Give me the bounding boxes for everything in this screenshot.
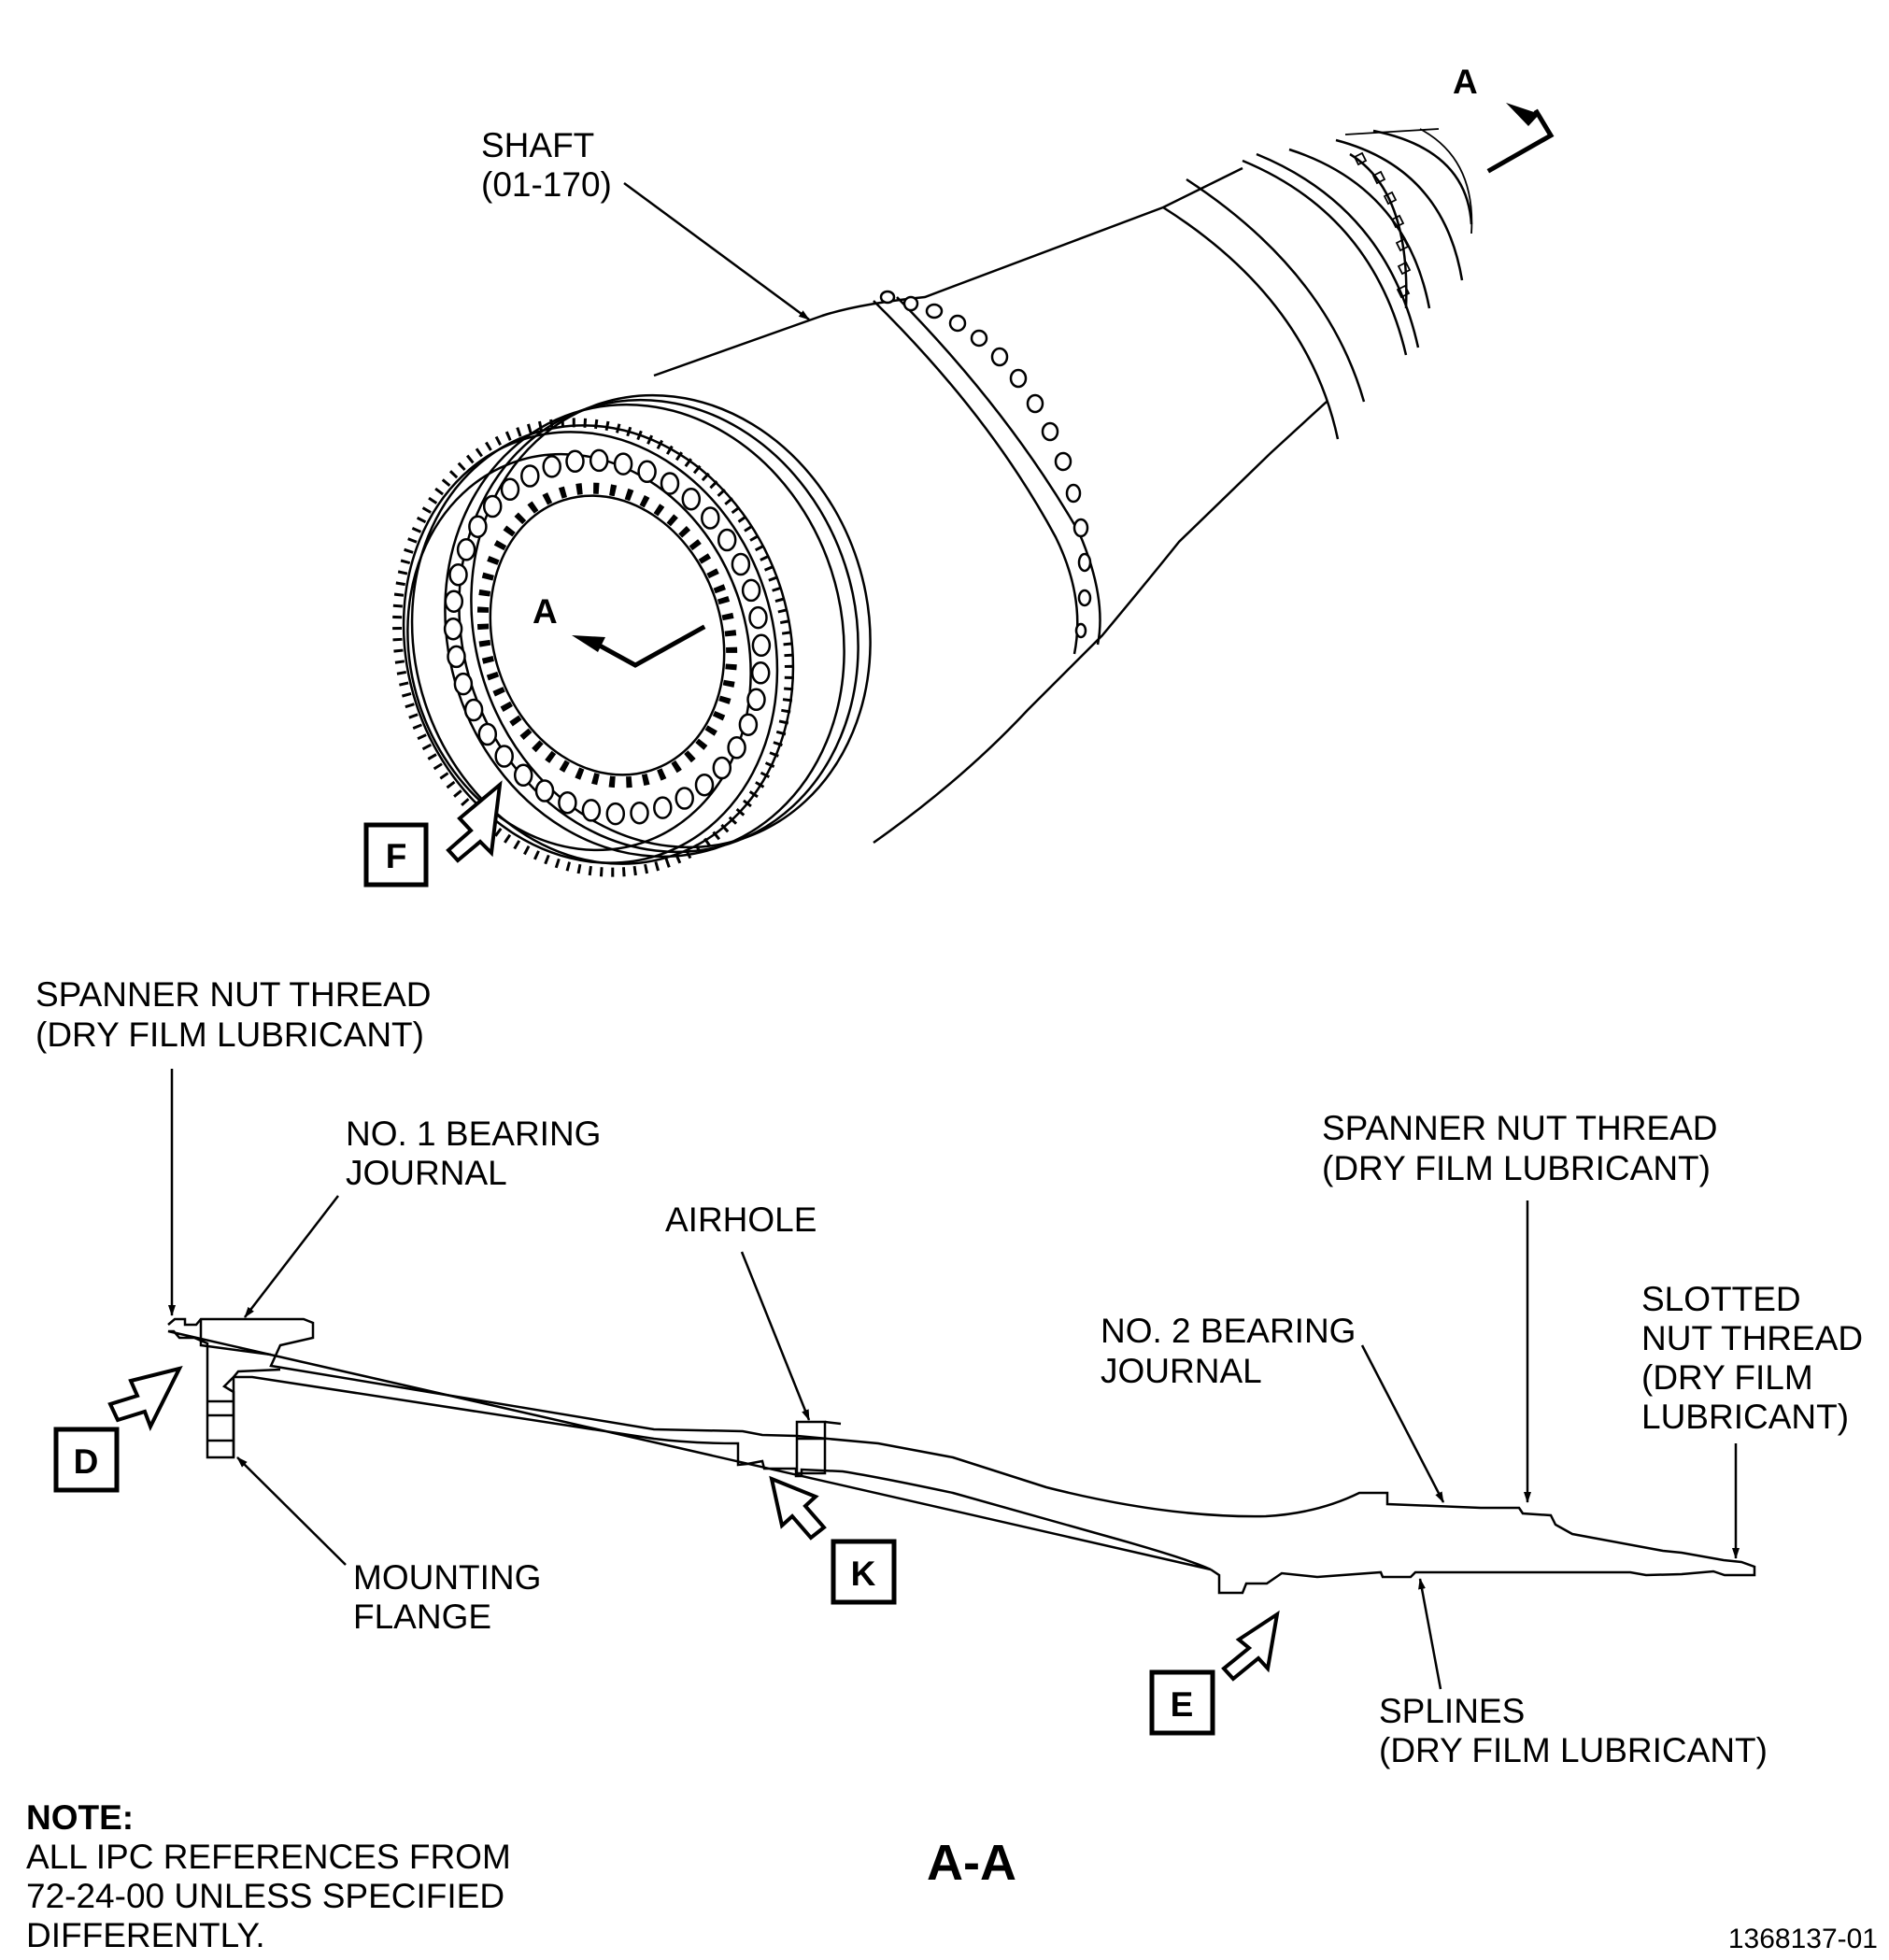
section-callouts: SPANNER NUT THREAD (DRY FILM LUBRICANT) … bbox=[36, 975, 1863, 1769]
shaft-iso-view: A A SHAFT (01-170) F bbox=[363, 63, 1555, 888]
flange-bolt-hole bbox=[727, 736, 746, 760]
flange-bolt-hole bbox=[741, 578, 761, 603]
label-mounting-line1: MOUNTING bbox=[353, 1558, 541, 1597]
flange-bolt-hole bbox=[534, 779, 555, 802]
flange-bolt-hole bbox=[605, 802, 626, 826]
flange-bolt-hole bbox=[453, 672, 474, 696]
shaft-label-line2: (01-170) bbox=[481, 165, 612, 204]
flange-bolt-hole bbox=[748, 605, 768, 630]
flange-bolt-hole bbox=[701, 506, 720, 530]
label-spanner-left-line2: (DRY FILM LUBRICANT) bbox=[36, 1016, 424, 1054]
flange-bolt-hole bbox=[565, 449, 585, 474]
flange-bolt-hole bbox=[731, 552, 751, 576]
note-heading: NOTE: bbox=[26, 1798, 134, 1837]
flange-bolt-hole bbox=[482, 494, 503, 518]
note-line-2: 72-24-00 UNLESS SPECIFIED bbox=[26, 1877, 504, 1915]
flange-bolt-hole bbox=[717, 528, 737, 552]
view-arrow-d-icon bbox=[107, 1366, 183, 1431]
view-label-k: K bbox=[851, 1555, 876, 1593]
flange-bolt-hole bbox=[494, 745, 514, 768]
view-label-e: E bbox=[1171, 1685, 1194, 1724]
flange-bolt-hole bbox=[681, 487, 702, 511]
label-slotted-line2: NUT THREAD bbox=[1641, 1319, 1863, 1357]
label-airhole: AIRHOLE bbox=[665, 1200, 817, 1239]
flange-bolt-hole bbox=[444, 589, 464, 613]
flange-bolt-hole bbox=[750, 661, 771, 685]
label-bearing1-line2: JOURNAL bbox=[346, 1154, 507, 1192]
view-box-e bbox=[1149, 1669, 1215, 1736]
label-slotted-line4: LUBRICANT) bbox=[1641, 1398, 1849, 1436]
label-splines-line1: SPLINES bbox=[1379, 1692, 1525, 1730]
view-arrow-k-icon bbox=[769, 1475, 827, 1541]
view-label-d: D bbox=[74, 1442, 99, 1481]
flange-bolt-hole bbox=[463, 698, 484, 722]
label-slotted-line1: SLOTTED bbox=[1641, 1280, 1801, 1318]
flange-bolt-hole bbox=[653, 796, 673, 819]
flange-bolt-hole bbox=[712, 756, 732, 780]
flange-bolt-hole bbox=[447, 645, 466, 669]
flange-bolt-hole bbox=[448, 562, 468, 587]
flange-bolt-hole bbox=[694, 773, 715, 797]
view-label-f: F bbox=[386, 837, 407, 875]
section-a-a-profile bbox=[167, 1317, 1756, 1595]
shaft-label-line1: SHAFT bbox=[481, 126, 594, 164]
note-line-1: ALL IPC REFERENCES FROM bbox=[26, 1838, 511, 1876]
flange-bolt-hole bbox=[581, 799, 602, 822]
flange-bolt-hole bbox=[542, 455, 561, 478]
view-box-k bbox=[831, 1539, 897, 1605]
flange-bolt-hole bbox=[513, 763, 533, 788]
flange-bolt-hole bbox=[751, 633, 772, 658]
label-spanner-right-line1: SPANNER NUT THREAD bbox=[1322, 1109, 1718, 1147]
flange-bolt-hole bbox=[443, 617, 463, 641]
flange-bolt-hole bbox=[468, 515, 488, 538]
flange-bolt-hole bbox=[630, 801, 649, 825]
flange-bolt-hole bbox=[558, 790, 577, 815]
label-bearing1-line1: NO. 1 BEARING bbox=[346, 1115, 601, 1153]
figure-id: 1368137-01 bbox=[1728, 1924, 1878, 1954]
section-title: A-A bbox=[927, 1835, 1016, 1891]
flange-bolt-hole bbox=[613, 452, 633, 476]
section-mark-a-left: A bbox=[533, 592, 558, 631]
flange-bolt-hole bbox=[637, 460, 657, 484]
flange-bolt-hole bbox=[589, 448, 609, 473]
label-slotted-line3: (DRY FILM bbox=[1641, 1358, 1813, 1397]
note-line-3: DIFFERENTLY. bbox=[26, 1916, 265, 1954]
label-splines-line2: (DRY FILM LUBRICANT) bbox=[1379, 1731, 1768, 1769]
view-box-f bbox=[363, 822, 429, 888]
flange-bolt-hole bbox=[456, 538, 476, 561]
label-bearing2-line2: JOURNAL bbox=[1101, 1352, 1262, 1390]
flange-bolt-hole bbox=[500, 477, 520, 502]
flange-bolt-hole bbox=[675, 787, 694, 810]
view-box-d bbox=[53, 1427, 120, 1493]
label-bearing2-line1: NO. 2 BEARING bbox=[1101, 1312, 1356, 1350]
view-arrow-e-icon bbox=[1221, 1610, 1280, 1682]
label-mounting-line2: FLANGE bbox=[353, 1598, 491, 1636]
label-spanner-left-line1: SPANNER NUT THREAD bbox=[36, 975, 432, 1014]
flange-bolt-hole bbox=[477, 722, 498, 746]
view-arrow-f-icon bbox=[446, 780, 503, 863]
flange-bolt-hole bbox=[520, 464, 540, 488]
flange-bolt-hole bbox=[738, 713, 759, 736]
flange-bolt-hole bbox=[660, 472, 680, 495]
flange-bolt-hole bbox=[746, 688, 766, 712]
label-spanner-right-line2: (DRY FILM LUBRICANT) bbox=[1322, 1149, 1711, 1187]
section-mark-a-upper: A bbox=[1453, 63, 1478, 101]
